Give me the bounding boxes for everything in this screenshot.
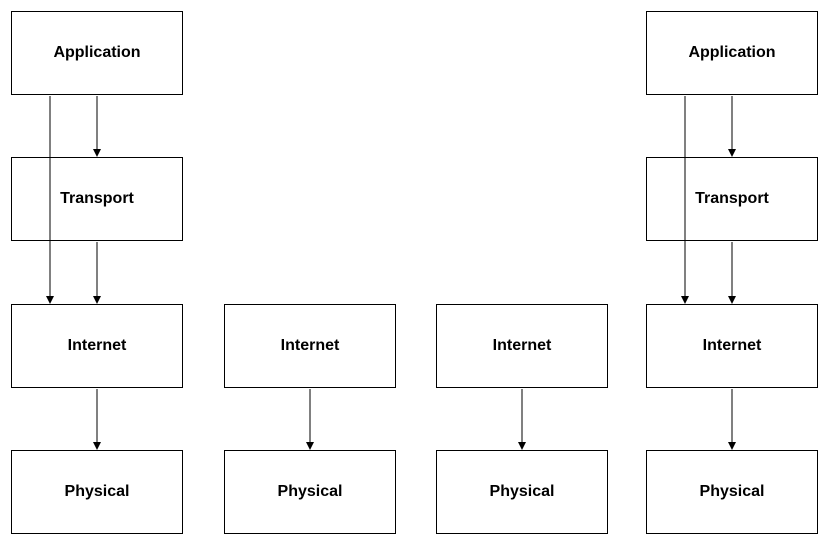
stack-a-physical-box: Physical <box>11 450 183 534</box>
router-2-physical-box: Physical <box>436 450 608 534</box>
router-1-physical-label: Physical <box>277 483 343 500</box>
stack-a-internet-box: Internet <box>11 304 183 388</box>
stack-b-internet-label: Internet <box>702 337 762 354</box>
stack-a-transport-box: Transport <box>11 157 183 241</box>
router-2-internet-box: Internet <box>436 304 608 388</box>
stack-b-physical-label: Physical <box>699 483 765 500</box>
router-1-internet-label: Internet <box>280 337 340 354</box>
stack-b-physical-box: Physical <box>646 450 818 534</box>
stack-b-internet-box: Internet <box>646 304 818 388</box>
router-2-physical-label: Physical <box>489 483 555 500</box>
stack-b-transport-box: Transport <box>646 157 818 241</box>
stack-b-application-box: Application <box>646 11 818 95</box>
router-2-internet-label: Internet <box>492 337 552 354</box>
stack-a-transport-label: Transport <box>60 190 134 207</box>
router-1-physical-box: Physical <box>224 450 396 534</box>
router-1-internet-box: Internet <box>224 304 396 388</box>
stack-b-application-label: Application <box>688 44 776 61</box>
stack-a-application-box: Application <box>11 11 183 95</box>
stack-a-internet-label: Internet <box>67 337 127 354</box>
stack-a-application-label: Application <box>53 44 141 61</box>
stack-b-transport-label: Transport <box>695 190 769 207</box>
stack-a-physical-label: Physical <box>64 483 130 500</box>
